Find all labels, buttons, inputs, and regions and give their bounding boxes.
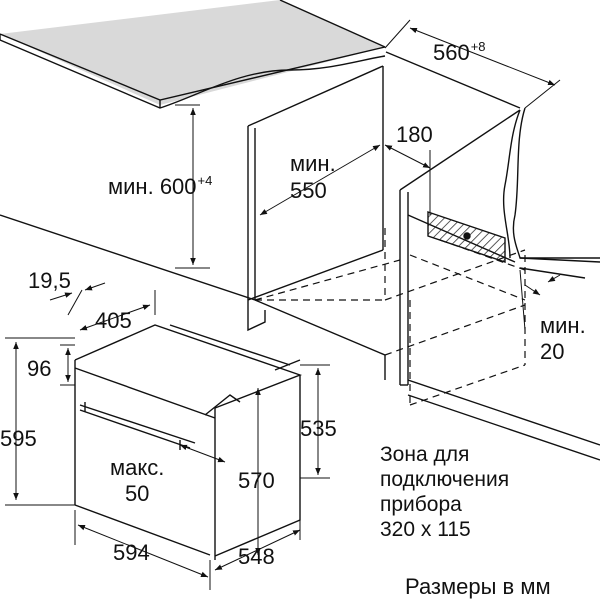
connection-zone-box — [427, 211, 506, 263]
connection-zone-line: Зона для — [380, 443, 470, 466]
connection-zone-note: Зона для подключения прибора 320 x 115 — [380, 442, 509, 542]
dimension-lines — [5, 19, 561, 590]
dim-vent-gap: 180 — [396, 122, 433, 147]
dim-depth: 548 — [238, 544, 275, 569]
cabinet-niche — [0, 65, 386, 380]
side-panel — [385, 51, 600, 461]
countertop — [0, 0, 386, 109]
dim-front-height: 595 — [0, 426, 37, 451]
dim-top-offset: 96 — [27, 356, 52, 381]
connection-zone-line: подключения — [380, 468, 510, 491]
dim-niche-depth: 560+8 — [433, 39, 486, 65]
dim-width: 594 — [113, 540, 150, 565]
dim-cabinet-depth-min: мин.550 — [290, 151, 336, 203]
dim-panel-offset: 19,5 — [28, 268, 71, 293]
connection-zone-line: прибора — [380, 493, 462, 516]
connection-zone-line: 320 x 115 — [380, 518, 471, 541]
dim-niche-height-min: мин. 600+4 — [108, 173, 213, 199]
dim-inner-height: 535 — [300, 416, 337, 441]
dim-back-gap-min: мин.20 — [540, 313, 586, 364]
units-note: Размеры в мм — [405, 574, 551, 599]
oven-body — [74, 324, 303, 560]
dim-door-open-max: макс.50 — [110, 455, 165, 506]
dim-body-height: 570 — [238, 468, 275, 493]
dim-front-offset: 405 — [95, 308, 132, 333]
